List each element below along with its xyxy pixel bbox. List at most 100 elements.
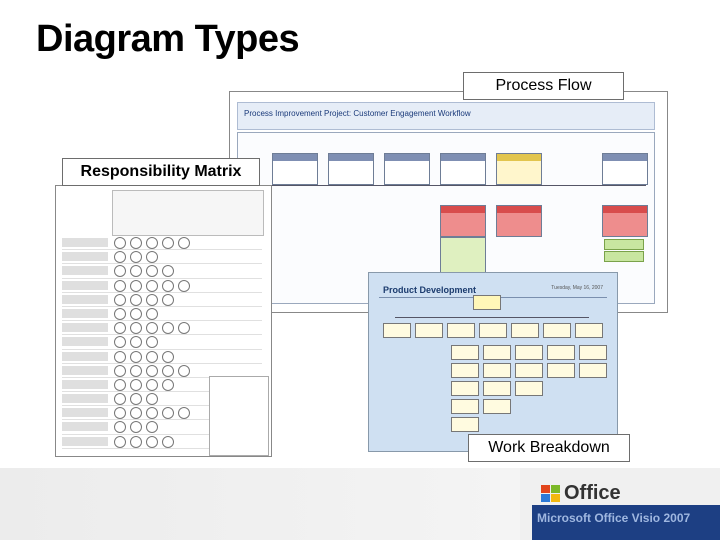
matrix-role-marker <box>178 279 190 292</box>
wbs-node <box>579 363 607 378</box>
matrix-row <box>62 236 262 251</box>
matrix-row <box>62 420 262 435</box>
matrix-row <box>62 392 262 407</box>
wbs-node <box>415 323 443 338</box>
matrix-row <box>62 350 262 364</box>
wbs-node <box>511 323 539 338</box>
matrix-role-marker <box>162 350 174 363</box>
process-flow-image: Process Improvement Project: Customer En… <box>229 91 668 313</box>
matrix-role-marker <box>130 407 142 420</box>
wbs-node <box>483 345 511 360</box>
wbs-node <box>451 399 479 414</box>
matrix-role-marker <box>130 307 142 320</box>
wbs-node <box>451 381 479 396</box>
wbs-node <box>515 363 543 378</box>
matrix-row <box>62 293 262 307</box>
matrix-role-marker <box>114 421 126 434</box>
process-step <box>440 153 486 185</box>
matrix-task-cell <box>62 294 108 304</box>
status-tag <box>604 239 644 250</box>
matrix-rows <box>62 236 262 449</box>
matrix-role-marker <box>146 407 158 420</box>
responsibility-matrix-image <box>55 185 272 457</box>
matrix-role-marker <box>162 279 174 292</box>
matrix-role-marker <box>114 336 126 349</box>
wbs-node <box>515 381 543 396</box>
matrix-role-marker <box>162 378 174 391</box>
matrix-task-cell <box>62 365 108 375</box>
matrix-role-marker <box>130 350 142 363</box>
matrix-role-marker <box>146 421 158 434</box>
matrix-role-marker <box>114 307 126 320</box>
matrix-role-marker <box>146 265 158 278</box>
matrix-role-marker <box>130 378 142 391</box>
matrix-role-marker <box>162 364 174 377</box>
process-step <box>602 153 648 185</box>
matrix-column-headers <box>112 190 264 236</box>
matrix-row <box>62 307 262 322</box>
matrix-task-cell <box>62 252 108 262</box>
matrix-role-marker <box>114 350 126 363</box>
process-step-alert <box>496 205 542 237</box>
office-logo-icon <box>541 485 561 503</box>
matrix-task-cell <box>62 422 108 432</box>
matrix-row <box>62 335 262 350</box>
matrix-role-marker <box>130 265 142 278</box>
matrix-role-marker <box>114 322 126 335</box>
work-breakdown-title: Product Development <box>383 285 477 295</box>
matrix-role-marker <box>130 322 142 335</box>
process-step-alert <box>440 205 486 237</box>
matrix-role-marker <box>178 237 190 249</box>
process-step-alert <box>602 205 648 237</box>
matrix-row <box>62 406 262 421</box>
wbs-node <box>515 345 543 360</box>
work-breakdown-date: Tuesday, May 16, 2007 <box>551 285 603 291</box>
matrix-task-cell <box>62 351 108 361</box>
matrix-role-marker <box>146 293 158 306</box>
matrix-task-cell <box>62 436 108 446</box>
matrix-role-marker <box>114 435 126 448</box>
matrix-role-marker <box>146 393 158 406</box>
connector-line <box>395 317 589 318</box>
process-step <box>496 153 542 185</box>
footer-decoration <box>0 468 520 540</box>
product-name-band <box>532 505 720 540</box>
matrix-row <box>62 364 262 378</box>
matrix-task-cell <box>62 394 108 404</box>
wbs-node <box>451 363 479 378</box>
matrix-role-marker <box>114 378 126 391</box>
matrix-role-marker <box>162 407 174 420</box>
status-tag <box>604 251 644 262</box>
matrix-legend <box>209 376 269 456</box>
matrix-role-marker <box>178 322 190 335</box>
matrix-row <box>62 279 262 293</box>
matrix-task-cell <box>62 408 108 418</box>
matrix-role-marker <box>114 293 126 306</box>
office-logo-text: Office <box>564 482 621 504</box>
process-flow-header: Process Improvement Project: Customer En… <box>237 102 655 130</box>
wbs-root-node <box>473 295 501 310</box>
matrix-task-cell <box>62 308 108 318</box>
wbs-node <box>447 323 475 338</box>
matrix-task-cell <box>62 323 108 333</box>
process-step <box>384 153 430 185</box>
matrix-role-marker <box>162 265 174 278</box>
connector-line <box>272 185 646 186</box>
matrix-role-marker <box>162 435 174 448</box>
matrix-role-marker <box>146 350 158 363</box>
matrix-role-marker <box>130 237 142 249</box>
process-step <box>272 153 318 185</box>
slide-title: Diagram Types <box>36 18 300 60</box>
wbs-node <box>483 381 511 396</box>
matrix-task-cell <box>62 238 108 247</box>
matrix-role-marker <box>146 251 158 264</box>
matrix-role-marker <box>178 364 190 377</box>
matrix-role-marker <box>178 407 190 420</box>
wbs-node <box>579 345 607 360</box>
matrix-row <box>62 435 262 449</box>
process-flow-header-text: Process Improvement Project: Customer En… <box>244 109 471 118</box>
matrix-role-marker <box>130 393 142 406</box>
wbs-node <box>547 363 575 378</box>
matrix-task-cell <box>62 280 108 290</box>
matrix-role-marker <box>146 378 158 391</box>
